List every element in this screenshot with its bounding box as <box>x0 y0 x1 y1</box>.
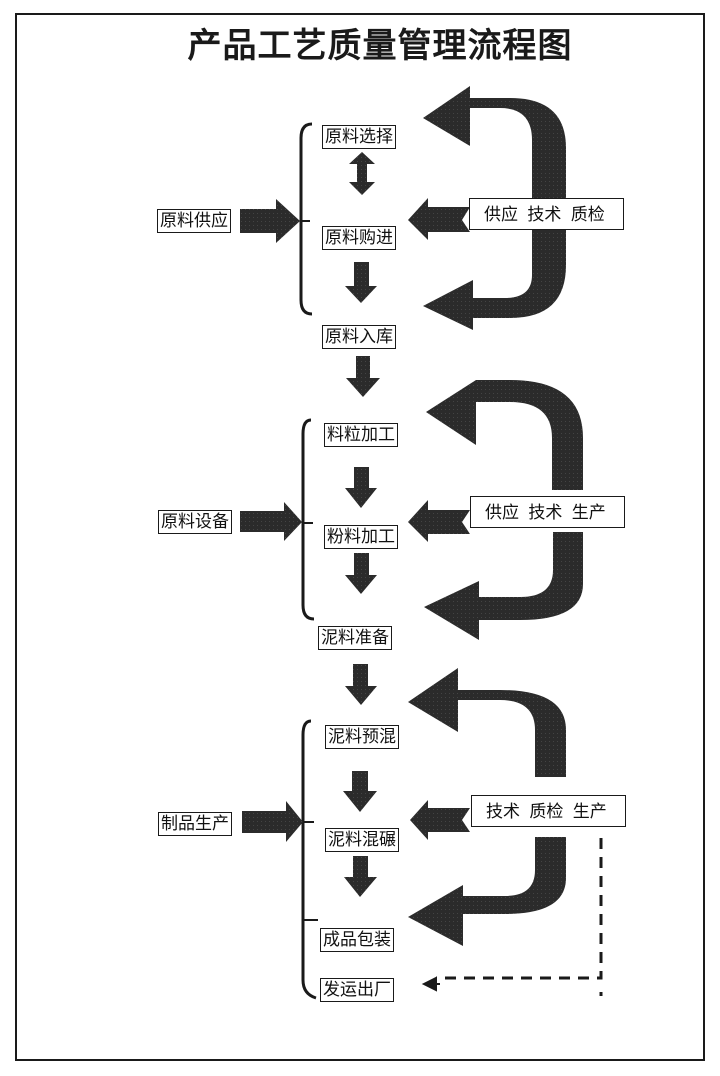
page-title: 产品工艺质量管理流程图 <box>187 26 573 66</box>
double-arrow-1 <box>349 152 375 195</box>
input-arrow-2 <box>240 502 302 541</box>
step-box-powder-processing: 粉料加工 <box>324 525 398 549</box>
section-3 <box>242 668 603 1000</box>
section-1 <box>240 86 566 397</box>
down-arrow-2b <box>345 553 377 594</box>
down-arrow-2a <box>345 467 377 508</box>
feedback-arrow-3 <box>408 668 566 946</box>
input-box-raw-material-equipment: 原料设备 <box>158 510 232 534</box>
down-arrow-3a <box>343 771 377 812</box>
side-arrow-3 <box>410 800 470 840</box>
output-box-mud-preparation: 泥料准备 <box>318 626 392 650</box>
step-box-product-packaging: 成品包装 <box>320 928 394 952</box>
page-frame <box>15 13 705 1061</box>
side-arrow-1 <box>408 198 470 240</box>
department-box-3: 技术 质检 生产 <box>471 795 626 827</box>
step-box-pellet-processing: 料粒加工 <box>324 423 398 447</box>
dashed-return-arrowhead <box>421 976 440 992</box>
down-arrow-3b <box>344 856 377 897</box>
down-arrow-1a <box>345 262 377 303</box>
input-arrow-1 <box>240 199 300 243</box>
step-box-raw-material-selection: 原料选择 <box>322 125 396 149</box>
department-box-1: 供应 技术 质检 <box>469 198 624 230</box>
side-arrow-2 <box>408 500 470 542</box>
bracket-3 <box>301 719 317 1000</box>
section-2 <box>240 380 583 705</box>
input-box-raw-material-supply: 原料供应 <box>157 209 231 233</box>
step-box-mud-mixing-milling: 泥料混碾 <box>325 828 399 852</box>
bracket-1 <box>299 122 313 316</box>
step-box-raw-material-purchase: 原料购进 <box>322 226 396 250</box>
output-box-shipping: 发运出厂 <box>320 978 394 1002</box>
dashed-return-line <box>436 838 603 980</box>
department-box-2: 供应 技术 生产 <box>470 496 625 528</box>
input-arrow-3 <box>242 801 303 842</box>
down-arrow-1b <box>346 356 380 397</box>
input-box-product-production: 制品生产 <box>158 812 232 836</box>
down-arrow-2c <box>345 664 377 705</box>
feedback-arrow-2 <box>424 380 583 640</box>
output-box-raw-material-storage: 原料入库 <box>322 325 396 349</box>
step-box-mud-premix: 泥料预混 <box>325 725 399 749</box>
bracket-2 <box>301 418 315 621</box>
